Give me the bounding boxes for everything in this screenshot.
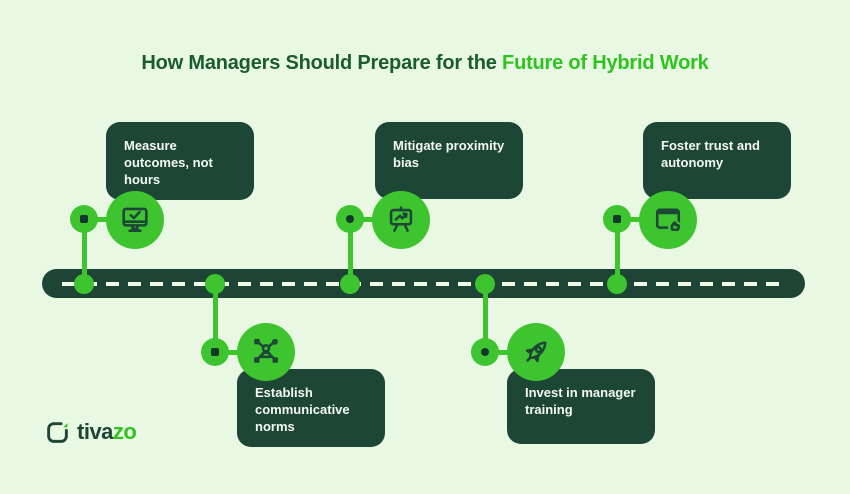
page-title-highlight: Future of Hybrid Work bbox=[502, 52, 709, 74]
milestone-label: Establish communicative norms bbox=[255, 385, 350, 435]
node-dot bbox=[613, 215, 621, 223]
connector-line bbox=[483, 284, 488, 353]
connector-line bbox=[227, 350, 241, 355]
timeline-dashed-line bbox=[62, 281, 785, 286]
milestone-node bbox=[603, 205, 631, 233]
timeline-dot bbox=[205, 274, 225, 294]
logo-text-dark: tiva bbox=[77, 419, 113, 444]
connector-line bbox=[615, 219, 620, 285]
milestone-label: Foster trust and autonomy bbox=[661, 138, 760, 171]
connector-line bbox=[82, 219, 87, 285]
connector-line bbox=[362, 217, 376, 222]
node-dot bbox=[481, 348, 489, 356]
milestone-node bbox=[70, 205, 98, 233]
page-title-prefix: How Managers Should Prepare for the bbox=[141, 52, 497, 74]
rocket-icon bbox=[507, 323, 565, 381]
node-dot bbox=[211, 348, 219, 356]
node-dot bbox=[80, 215, 88, 223]
logo-text-accent: zo bbox=[112, 419, 137, 444]
browser-thumbs-up-icon bbox=[639, 191, 697, 249]
timeline-dot bbox=[475, 274, 495, 294]
tivazo-logo-icon bbox=[47, 421, 68, 443]
milestone-label: Measure outcomes, not hours bbox=[124, 138, 213, 188]
milestone-label: Invest in manager training bbox=[525, 385, 636, 418]
milestone-node bbox=[471, 338, 499, 366]
milestone-label: Mitigate proximity bias bbox=[393, 138, 505, 171]
node-dot bbox=[346, 215, 354, 223]
person-network-icon bbox=[237, 323, 295, 381]
page-title: How Managers Should Prepare for the Futu… bbox=[0, 52, 850, 75]
connector-line bbox=[348, 219, 353, 285]
monitor-check-icon bbox=[106, 191, 164, 249]
milestone-card: Foster trust and autonomy bbox=[643, 122, 791, 199]
connector-line bbox=[629, 217, 643, 222]
timeline-dot bbox=[607, 274, 627, 294]
milestone-card: Invest in manager training bbox=[507, 369, 655, 444]
timeline-bar bbox=[42, 269, 805, 298]
timeline-dot bbox=[74, 274, 94, 294]
connector-line bbox=[213, 284, 218, 353]
milestone-card: Measure outcomes, not hours bbox=[106, 122, 254, 201]
milestone-node bbox=[201, 338, 229, 366]
logo-wordmark: tivazo bbox=[77, 419, 137, 445]
connector-line bbox=[96, 217, 110, 222]
timeline-dot bbox=[340, 274, 360, 294]
brand-logo: tivazo bbox=[45, 419, 137, 445]
milestone-card: Establish communicative norms bbox=[237, 369, 385, 448]
milestone-card: Mitigate proximity bias bbox=[375, 122, 523, 199]
milestone-node bbox=[336, 205, 364, 233]
connector-line bbox=[497, 350, 511, 355]
presentation-chart-icon bbox=[372, 191, 430, 249]
